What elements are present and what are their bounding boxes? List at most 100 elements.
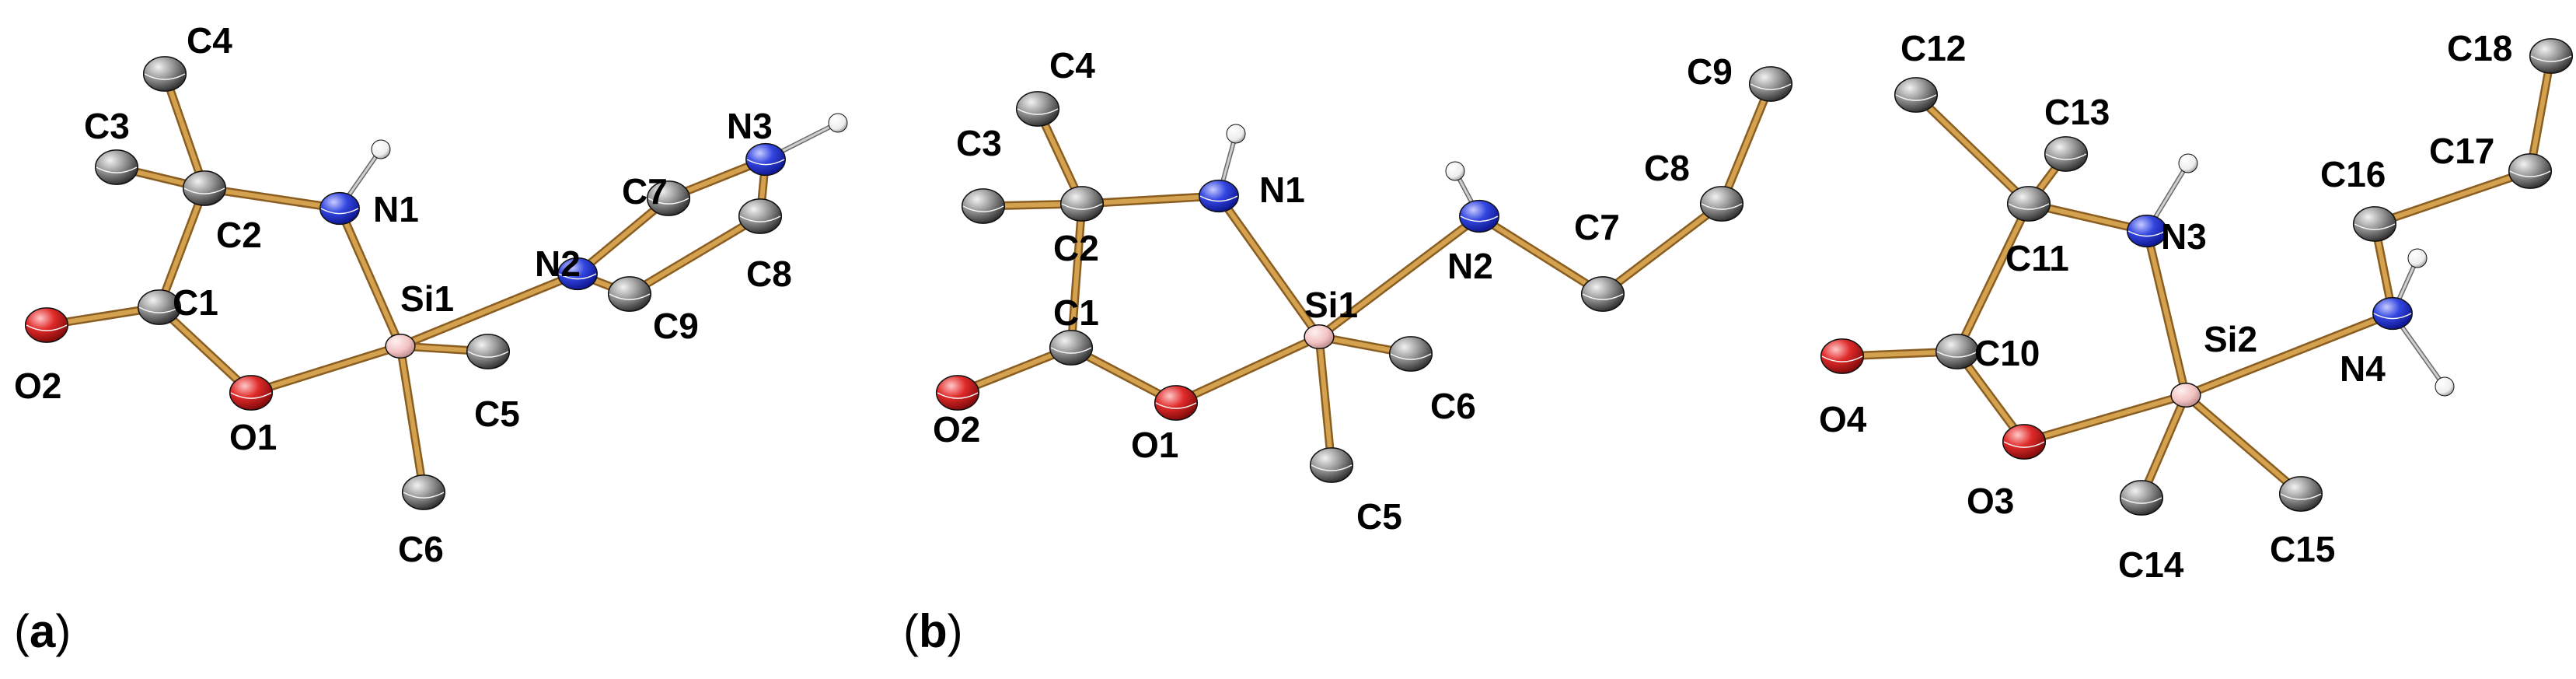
label-si2: Si2 [2204, 319, 2257, 359]
bond-highlight-si1-n2 [1317, 214, 1482, 339]
bond-highlight-c2-c1 [157, 186, 207, 310]
bond-highlight-o1-si1 [249, 344, 403, 395]
label-c10: C10 [1974, 333, 2040, 373]
label-n2: N2 [535, 243, 581, 284]
panel-a-atoms [24, 56, 848, 510]
atom-h3 [2178, 153, 2198, 173]
atom-c17 [2508, 153, 2553, 189]
label-n3: N3 [727, 106, 773, 146]
bond-highlight-n2-c7 [1477, 214, 1605, 296]
bond-highlight-n3-si2 [2145, 229, 2188, 397]
atom-c2 [1059, 186, 1105, 222]
bond-highlight-c2-n1 [202, 186, 342, 211]
label-c2: C2 [1053, 228, 1099, 268]
label-o2: O2 [933, 409, 980, 450]
atom-c18 [2529, 38, 2574, 74]
bond-highlight-c17-c18 [2528, 54, 2553, 173]
atom-si1 [1304, 324, 1335, 350]
bond-highlight-si1-c5 [1317, 334, 1334, 467]
atom-o1 [1154, 385, 1199, 421]
label-c18: C18 [2447, 28, 2512, 68]
atom-c4 [142, 56, 187, 92]
bond-highlight-c11-c12 [1914, 93, 2031, 206]
atom-n4 [2372, 296, 2413, 331]
label-c6: C6 [398, 529, 444, 569]
label-c3: C3 [84, 106, 130, 146]
bond-highlight-si1-c6 [398, 344, 426, 495]
label-o1: O1 [1131, 425, 1178, 465]
atom-o4 [1820, 338, 1865, 374]
label-c12: C12 [1901, 28, 1966, 68]
bond-highlight-n1-si1 [337, 206, 403, 348]
atom-c1 [137, 289, 182, 325]
atom-c14 [2119, 480, 2164, 516]
bond-highlight-c8-c9 [1719, 82, 1773, 206]
label-c5: C5 [474, 394, 520, 434]
label-c15: C15 [2270, 529, 2335, 569]
atom-si2 [2170, 382, 2201, 408]
label-n3: N3 [2161, 216, 2207, 257]
atom-n1 [1199, 179, 1239, 213]
atom-h4a [2407, 248, 2428, 268]
label-o2: O2 [14, 366, 61, 406]
bond-highlight-si2-c14 [2139, 393, 2188, 500]
atom-h2 [1445, 161, 1465, 181]
atom-si1 [385, 333, 416, 359]
bond-highlight-o3-si2 [2022, 393, 2188, 444]
label-c8: C8 [1644, 148, 1690, 188]
atom-n2 [1459, 199, 1499, 233]
atom-c12 [1894, 77, 1939, 113]
bond-highlight-c11-c10 [1955, 201, 2031, 354]
label-c7: C7 [1574, 207, 1620, 247]
label-c5: C5 [1356, 496, 1402, 537]
atom-h4b [2435, 376, 2455, 397]
atom-n3 [745, 142, 786, 177]
atom-c6 [401, 474, 446, 510]
label-c1: C1 [173, 282, 218, 323]
atom-c7 [1580, 276, 1625, 312]
bond-highlight-si2-n4 [2183, 311, 2395, 397]
label-c6: C6 [1430, 386, 1476, 426]
atom-c2 [182, 170, 227, 206]
atom-o2 [935, 375, 980, 411]
label-c3: C3 [956, 123, 1002, 163]
bond-highlight-c2-c1 [1069, 201, 1084, 350]
label-c16: C16 [2320, 154, 2386, 194]
label-c2: C2 [216, 215, 262, 255]
atom-o1 [229, 375, 274, 411]
bond-highlight-c8-c9 [627, 214, 763, 296]
label-c17: C17 [2429, 131, 2494, 171]
label-c7: C7 [622, 171, 668, 212]
panel-b-bonds [953, 51, 2556, 502]
bond-highlight-o1-si1 [1174, 334, 1321, 405]
panel-b-atoms [935, 38, 2574, 516]
atom-h1 [371, 139, 391, 159]
atom-o3 [2002, 424, 2047, 460]
bond-highlight-c1-o1 [157, 305, 253, 395]
atom-c13 [2044, 136, 2089, 172]
atom-c4 [1015, 91, 1060, 127]
atom-n1 [319, 191, 360, 226]
atom-c9 [607, 276, 652, 312]
label-o4: O4 [1819, 399, 1867, 439]
bond-highlight-c2-n1 [1080, 194, 1221, 206]
panel-a-label: (a) [14, 605, 71, 657]
label-c4: C4 [187, 20, 232, 61]
label-n1: N1 [373, 189, 419, 229]
label-si1: Si1 [1304, 285, 1358, 325]
label-o1: O1 [229, 417, 277, 457]
atom-c11 [2006, 186, 2051, 222]
atom-n2 [557, 257, 598, 291]
atom-c7 [646, 180, 691, 216]
label-c11: C11 [2005, 238, 2069, 278]
label-c1: C1 [1053, 292, 1099, 333]
label-n2: N2 [1447, 246, 1493, 286]
atom-c3 [94, 149, 139, 185]
label-c13: C13 [2044, 92, 2110, 132]
bond-highlight-si2-c15 [2183, 393, 2303, 496]
